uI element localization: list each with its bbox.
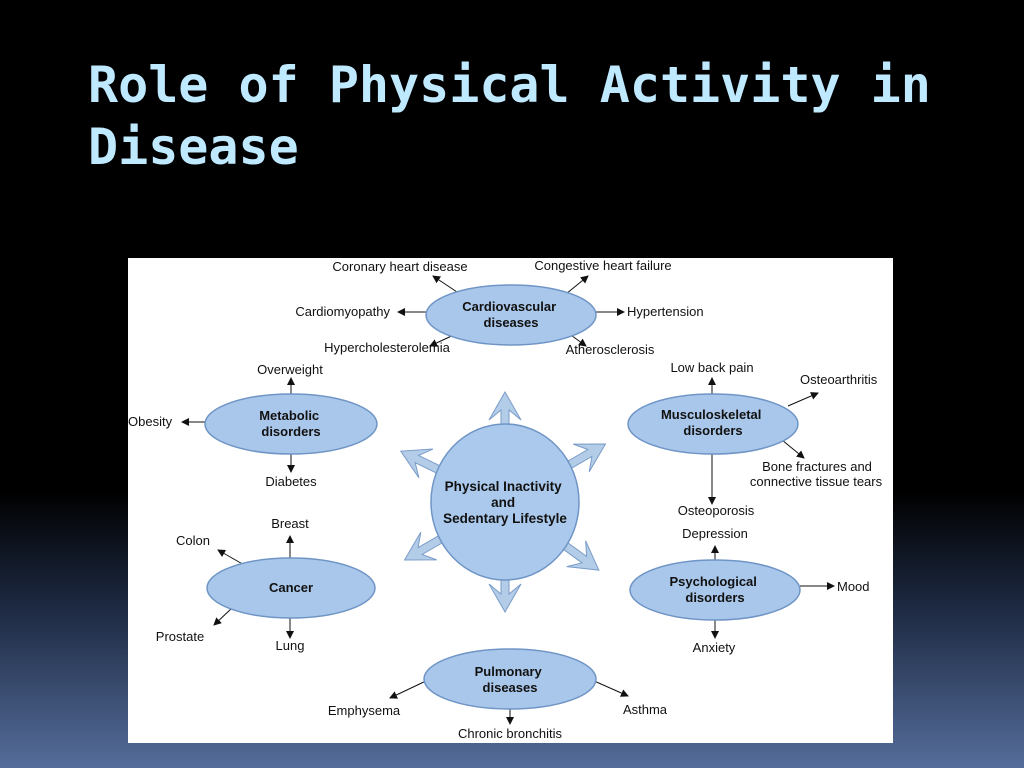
leaf-osteoarthritis: Osteoarthritis [800,372,878,387]
leaf-low-back-pain: Low back pain [670,360,753,375]
connector-bonefractures [781,439,805,459]
leaf-coronary-heart-disease: Coronary heart disease [332,259,467,274]
connector-asthma [591,679,629,697]
musculoskeletal-label: Musculoskeletal disorders [661,407,765,438]
connector-osteoarthritis [787,392,819,407]
cancer-label: Cancer [269,580,313,595]
center-ellipse [430,423,580,581]
cardiovascular-label: Cardiovascular diseases [462,299,560,330]
leaf-diabetes: Diabetes [265,474,317,489]
pulmonary-label: Pulmonary diseases [475,664,546,695]
disease-diagram: Physical Inactivity and Sedentary Lifest… [128,258,883,741]
leaf-obesity: Obesity [128,414,173,429]
center-label: Physical Inactivity and Sedentary Lifest… [443,479,567,526]
leaf-anxiety: Anxiety [693,640,736,655]
leaf-emphysema: Emphysema [328,703,401,718]
leaf-connective-tissue-tears: connective tissue tears [750,474,883,489]
leaf-mood: Mood [837,579,870,594]
connector-emphysema [389,679,429,699]
nodes [204,284,801,710]
leaf-lung: Lung [276,638,305,653]
metabolic-ellipse [204,393,378,455]
leaf-colon: Colon [176,533,210,548]
connector-prostate [213,607,233,626]
leaf-cardiomyopathy: Cardiomyopathy [295,304,390,319]
leaf-breast: Breast [271,516,309,531]
leaf-bone-fractures: Bone fractures and [762,459,872,474]
metabolic-label: Metabolic disorders [259,408,323,439]
connector-coronary [432,275,461,295]
leaf-connectors [181,275,835,725]
musculoskeletal-ellipse [627,393,799,455]
leaf-osteoporosis: Osteoporosis [678,503,755,518]
leaf-overweight: Overweight [257,362,323,377]
slide-title: Role of Physical Activity in Disease [88,56,931,176]
leaf-chronic-bronchitis: Chronic bronchitis [458,726,563,741]
leaf-asthma: Asthma [623,702,668,717]
leaf-hypertension: Hypertension [627,304,704,319]
leaf-atherosclerosis: Atherosclerosis [566,342,655,357]
psychological-ellipse [629,559,801,621]
leaf-hypercholesterolemia: Hypercholesterolemia [324,340,450,355]
cardiovascular-ellipse [425,284,597,346]
diagram-figure: Physical Inactivity and Sedentary Lifest… [128,258,893,743]
leaf-congestive-heart-failure: Congestive heart failure [534,258,671,273]
pulmonary-ellipse [423,648,597,710]
cancer-ellipse [206,557,376,619]
psychological-label: Psychological disorders [669,574,760,605]
connector-chf [565,275,589,295]
leaf-depression: Depression [682,526,748,541]
leaf-prostate: Prostate [156,629,204,644]
